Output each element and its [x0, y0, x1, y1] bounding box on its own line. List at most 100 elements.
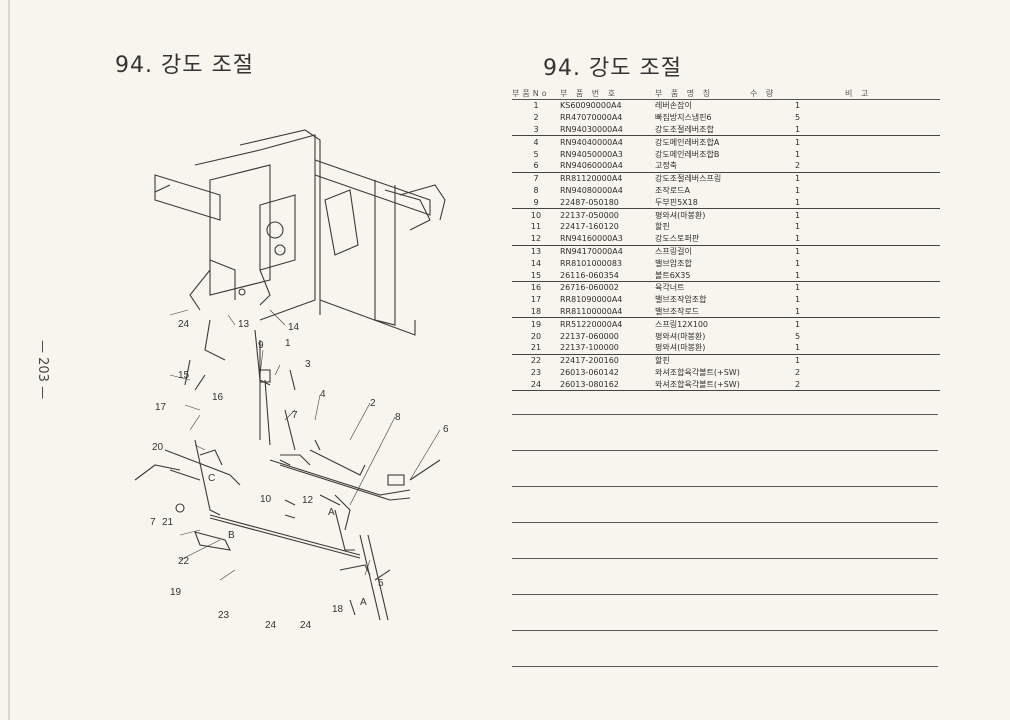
callout-24: A — [360, 597, 367, 608]
cell-pn: RR81090000A4 — [560, 295, 623, 305]
cell-remarks — [845, 354, 940, 366]
cell-qty: 1 — [794, 356, 801, 366]
callout-b: B — [228, 530, 235, 541]
blank-row-line — [512, 558, 938, 559]
callout-13: 14 — [288, 322, 300, 333]
parts-list: 부품No 부 품 번 호 부 품 명 칭 수 량 비 고 1 KS60090000… — [512, 88, 940, 392]
cell-remarks — [845, 305, 940, 319]
cell-no: 12 — [512, 232, 560, 246]
callout-3: 3 — [305, 359, 311, 370]
callout-labels: 24 13 14 9 1 3 4 7 2 8 6 15 16 17 20 C 1… — [150, 319, 449, 631]
blank-row-line — [512, 666, 938, 667]
cell-name: 강도조절레버스프링 — [655, 174, 722, 184]
cell-qty: 1 — [750, 305, 845, 319]
cell-no: 8 — [533, 185, 539, 195]
cell-pn: 26013-060142 — [560, 367, 619, 377]
cell-pn: RR81100000A4 — [560, 305, 655, 319]
lower-parts-drawing — [134, 288, 441, 621]
table-row: 7 RR81120000A4 강도조절레버스프링 1 — [512, 172, 940, 184]
leader-lines — [169, 309, 441, 581]
cell-pn: RN94040000A4 — [560, 137, 623, 147]
cell-remarks — [845, 159, 940, 173]
callout-21: 24 — [300, 620, 312, 631]
cell-pn: RR81120000A4 — [560, 174, 623, 184]
cell-remarks — [845, 185, 940, 197]
cell-pn: RN94170000A4 — [560, 246, 623, 256]
cell-name: 강도메인레버조합A — [655, 137, 720, 147]
cell-no: 7 — [533, 174, 539, 184]
cell-qty: 1 — [750, 123, 845, 137]
cell-no: 18 — [512, 305, 560, 319]
callout-20: 23 — [218, 610, 230, 621]
callout-5: 5 — [378, 578, 384, 589]
cell-qty: 1 — [794, 185, 801, 195]
cell-no: 17 — [530, 295, 542, 305]
callout-4: 4 — [320, 389, 326, 400]
cell-name: 밸브조작로드 — [655, 305, 750, 319]
cell-qty: 1 — [750, 232, 845, 246]
upper-assembly-drawing — [154, 129, 446, 336]
callout-15: 16 — [212, 392, 224, 403]
cell-no: 3 — [512, 123, 560, 137]
callout-22: 24 — [265, 620, 277, 631]
cell-qty: 1 — [794, 283, 801, 293]
cell-pn: 26013-080162 — [560, 378, 655, 392]
cell-no: 13 — [530, 246, 542, 256]
cell-no: 20 — [530, 331, 542, 341]
cell-name: 고정축 — [655, 159, 750, 173]
cell-pn: 22417-160120 — [560, 222, 619, 232]
cell-name: 와셔조합육각볼트(+SW) — [655, 378, 750, 392]
cell-remarks — [845, 257, 940, 269]
cell-no: 2 — [533, 113, 539, 123]
page-title-right: 94. 강도 조절 — [543, 56, 682, 81]
cell-no: 6 — [512, 159, 560, 173]
cell-name: 평와셔(마봉환) — [655, 331, 706, 341]
cell-qty: 1 — [750, 269, 845, 282]
cell-qty: 1 — [794, 246, 801, 256]
cell-pn: 26116-060354 — [560, 269, 655, 282]
cell-remarks — [845, 341, 940, 355]
callout-19: 22 — [178, 556, 190, 567]
cell-no: 16 — [530, 283, 542, 293]
blank-row-line — [512, 594, 938, 595]
cell-no: 24 — [512, 378, 560, 392]
callout-6: 6 — [443, 424, 449, 435]
cell-name: 강도스토퍼판 — [655, 232, 750, 246]
cell-name: 두부핀5X18 — [655, 196, 750, 210]
cell-name: 볼트6X35 — [655, 269, 750, 282]
cell-pn: RR47070000A4 — [560, 113, 623, 123]
cell-no: 10 — [530, 210, 542, 220]
cell-name: 와셔조합육각볼트(+SW) — [655, 367, 740, 377]
cell-qty: 1 — [794, 174, 801, 184]
cell-pn: KS60090000A4 — [560, 101, 622, 111]
blank-row-line — [512, 414, 938, 415]
cell-qty: 2 — [750, 159, 845, 173]
parts-table-header-row: 부품No 부 품 번 호 부 품 명 칭 수 량 비 고 — [512, 88, 940, 100]
cell-remarks — [845, 136, 940, 148]
cell-remarks — [845, 245, 940, 257]
callout-2: 2 — [370, 398, 376, 409]
cell-no: 15 — [512, 269, 560, 282]
cell-name: 할핀 — [655, 222, 670, 232]
cell-remarks — [845, 294, 940, 306]
exploded-parts-diagram: 24 13 14 9 1 3 4 7 2 8 6 15 16 17 20 C 1… — [134, 129, 449, 631]
cell-pn: RN94060000A4 — [560, 159, 655, 173]
cell-remarks — [845, 318, 940, 330]
cell-name: 빠짐방지스냅핀6 — [655, 113, 712, 123]
cell-remarks — [845, 196, 940, 210]
cell-no: 5 — [533, 149, 539, 159]
callout-16: 17 — [155, 402, 167, 413]
cell-name: 스프링12X100 — [655, 319, 709, 329]
cell-name: 조작로드A — [655, 185, 690, 195]
cell-remarks — [845, 123, 940, 137]
cell-no: 14 — [530, 258, 542, 268]
col-part-name: 부 품 명 칭 — [655, 88, 750, 100]
